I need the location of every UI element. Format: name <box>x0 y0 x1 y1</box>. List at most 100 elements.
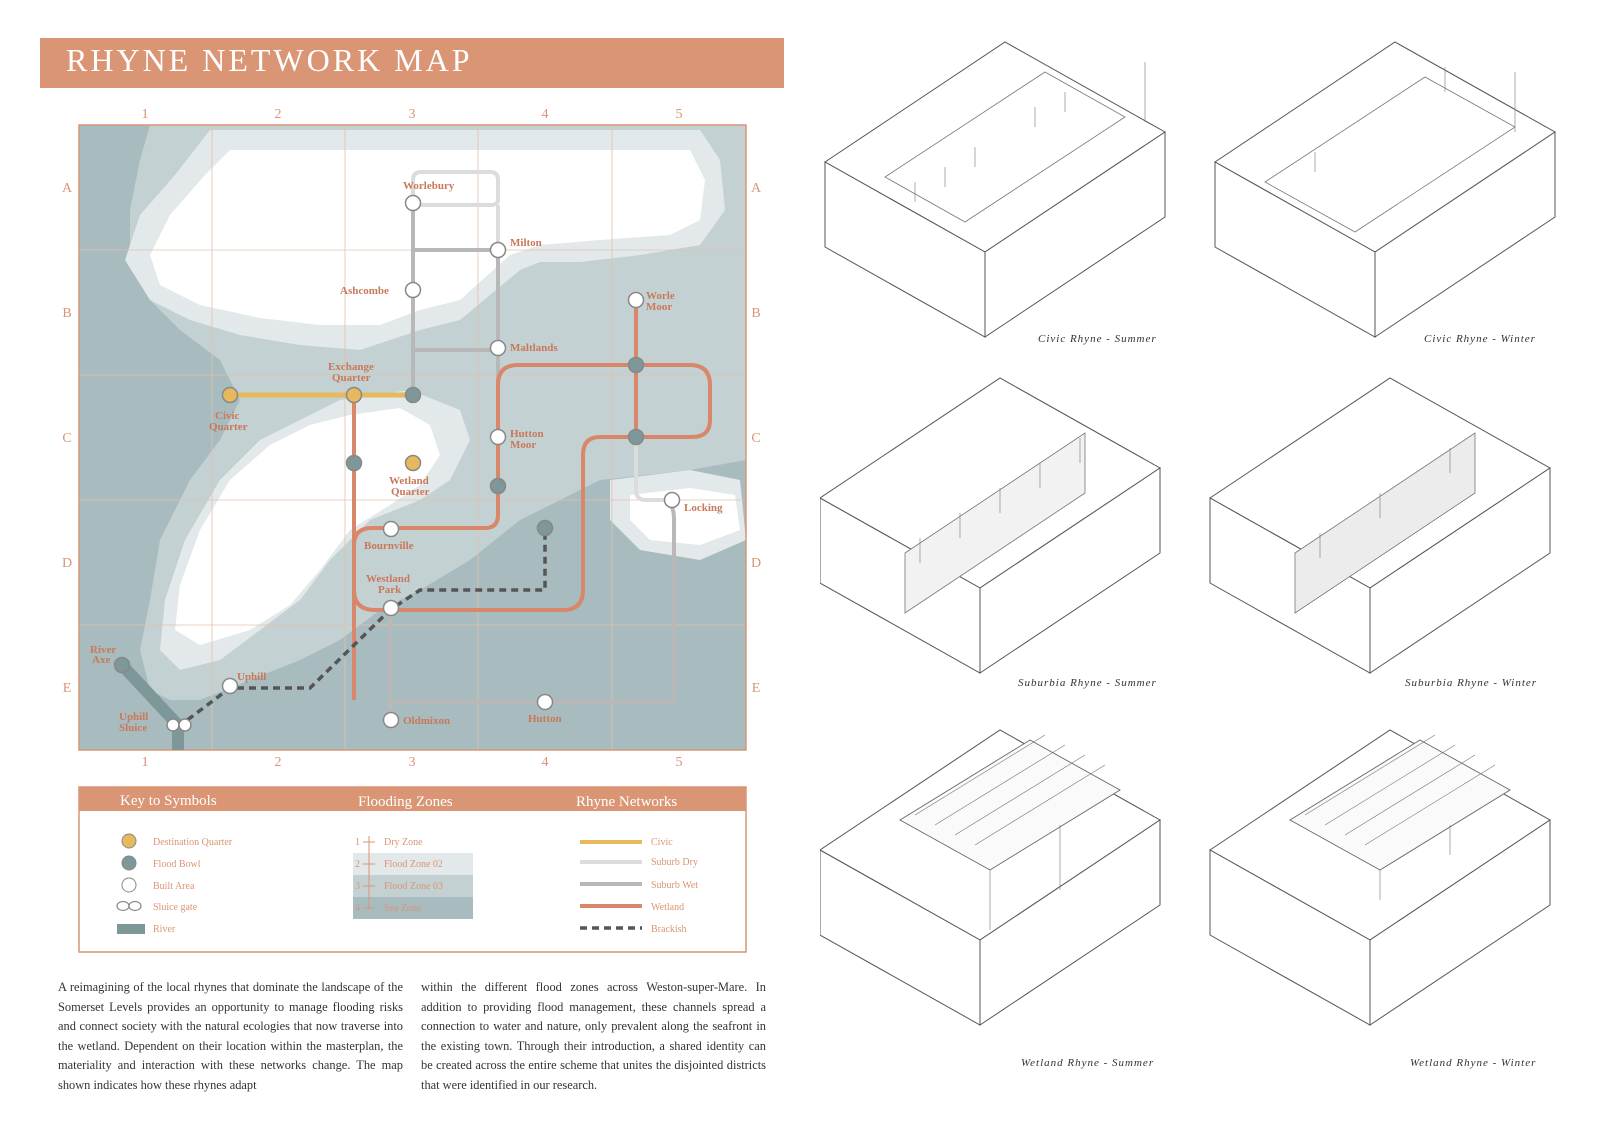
symbol-label-destination: Destination Quarter <box>153 837 233 848</box>
label-hutton-moor-2: Moor <box>510 439 536 451</box>
label-civic-1: Civic <box>215 410 240 422</box>
suburbia-winter-drawing <box>1209 377 1551 674</box>
symbol-label-flood-bowl: Flood Bowl <box>153 859 201 870</box>
label-uphill-sluice-2: Sluice <box>119 722 147 734</box>
label-worle-2: Moor <box>646 301 672 313</box>
station-uphill[interactable] <box>221 677 239 695</box>
page-title: RHYNE NETWORK MAP <box>66 42 473 78</box>
legend-networks-header: Rhyne Networks <box>576 794 677 810</box>
flood-bowl-icon <box>121 855 137 871</box>
label-bournville: Bournville <box>364 540 414 552</box>
station-worlebury[interactable] <box>404 194 422 212</box>
station-westland-park[interactable] <box>382 599 400 617</box>
station-locking[interactable] <box>663 491 681 509</box>
label-uphill: Uphill <box>237 671 266 683</box>
legend-zones-header: Flooding Zones <box>358 794 453 810</box>
col-label-top-1: 1 <box>142 107 149 122</box>
label-worle-1: Worle <box>646 290 675 302</box>
label-exchange-1: Exchange <box>328 361 374 373</box>
col-label-top-4: 4 <box>542 107 549 122</box>
row-label-left-d: D <box>62 556 72 571</box>
station-bournville[interactable] <box>382 520 400 538</box>
rhyne-network-map: 1 2 3 4 5 1 2 3 4 5 A B C D E A B C D E <box>62 107 762 953</box>
caption-suburbia-winter: Suburbia Rhyne - Winter <box>1405 677 1538 689</box>
zone-swatch-4 <box>353 897 473 919</box>
label-wetland-1: Wetland <box>389 475 429 487</box>
label-westland-2: Park <box>378 584 402 596</box>
row-label-right-a: A <box>751 181 762 196</box>
description-column-2: within the different flood zones across … <box>421 980 766 1092</box>
zone-label-1: Dry Zone <box>384 837 423 848</box>
col-label-bottom-1: 1 <box>142 755 149 770</box>
zone-num-4: 4 <box>355 903 360 914</box>
station-flood-bowl-d4[interactable] <box>536 519 554 537</box>
row-label-right-c: C <box>751 431 760 446</box>
sluice-gate-icon[interactable] <box>166 718 192 732</box>
label-river-2: Axe <box>92 654 110 666</box>
isometric-drawings <box>820 41 1556 1026</box>
symbol-label-built-area: Built Area <box>153 881 195 892</box>
caption-suburbia-summer: Suburbia Rhyne - Summer <box>1018 677 1157 689</box>
built-area-icon <box>121 877 137 893</box>
station-milton[interactable] <box>489 241 507 259</box>
label-hutton: Hutton <box>528 713 562 725</box>
stations <box>113 194 681 732</box>
caption-civic-summer: Civic Rhyne - Summer <box>1038 333 1157 345</box>
row-label-left-a: A <box>62 181 73 196</box>
suburbia-summer-drawing <box>820 377 1161 674</box>
station-oldmixon[interactable] <box>382 711 400 729</box>
col-label-bottom-2: 2 <box>275 755 282 770</box>
legend: Key to Symbols Flooding Zones Rhyne Netw… <box>78 786 747 953</box>
caption-wetland-summer: Wetland Rhyne - Summer <box>1021 1057 1155 1069</box>
station-flood-bowl-c4[interactable] <box>627 356 645 374</box>
map-frame <box>78 124 747 751</box>
zone-label-2: Flood Zone 02 <box>384 859 443 870</box>
label-ashcombe: Ashcombe <box>340 285 389 297</box>
label-milton: Milton <box>510 237 542 249</box>
col-label-bottom-5: 5 <box>676 755 683 770</box>
station-exchange-quarter[interactable] <box>345 386 363 404</box>
grid-labels: 1 2 3 4 5 1 2 3 4 5 A B C D E A B C D E <box>62 107 762 770</box>
network-label-suburb-dry: Suburb Dry <box>651 857 698 868</box>
legend-box <box>78 786 747 953</box>
station-civic-quarter[interactable] <box>221 386 239 404</box>
civic-winter-drawing <box>1214 41 1556 338</box>
legend-symbols-header: Key to Symbols <box>120 793 217 809</box>
network-label-civic: Civic <box>651 837 673 848</box>
label-exchange-2: Quarter <box>332 372 371 384</box>
network-label-suburb-wet: Suburb Wet <box>651 880 698 891</box>
station-flood-bowl-c5[interactable] <box>627 428 645 446</box>
title-banner: RHYNE NETWORK MAP <box>40 38 784 88</box>
network-label-brackish: Brackish <box>651 924 687 935</box>
station-river-axe[interactable] <box>113 656 131 674</box>
network-label-wetland: Wetland <box>651 902 684 913</box>
row-label-left-c: C <box>62 431 71 446</box>
zone-num-2: 2 <box>355 859 360 870</box>
station-ashcombe[interactable] <box>404 281 422 299</box>
zone-num-3: 3 <box>355 881 360 892</box>
station-hutton[interactable] <box>536 693 554 711</box>
station-worle-moor[interactable] <box>627 291 645 309</box>
dry-zone <box>150 150 740 645</box>
col-label-bottom-3: 3 <box>409 755 416 770</box>
label-wetland-2: Quarter <box>391 486 430 498</box>
label-civic-2: Quarter <box>209 421 248 433</box>
river-legend-icon <box>117 924 145 934</box>
label-hutton-moor-1: Hutton <box>510 428 544 440</box>
station-wetland-quarter[interactable] <box>404 454 422 472</box>
station-flood-bowl-c3[interactable] <box>404 386 422 404</box>
legend-header-bar <box>79 787 746 811</box>
station-flood-bowl-c2[interactable] <box>345 454 363 472</box>
zone-swatch-2 <box>353 853 473 875</box>
station-flood-bowl-d3[interactable] <box>489 477 507 495</box>
station-maltlands[interactable] <box>489 339 507 357</box>
station-hutton-moor[interactable] <box>489 428 507 446</box>
civic-summer-drawing <box>824 41 1166 338</box>
description-column-1: A reimagining of the local rhynes that d… <box>58 980 403 1092</box>
symbol-label-river: River <box>153 924 176 935</box>
wetland-winter-drawing <box>1209 729 1551 1026</box>
zone-label-3: Flood Zone 03 <box>384 881 443 892</box>
label-oldmixon: Oldmixon <box>403 715 450 727</box>
symbol-label-sluice: Sluice gate <box>153 902 198 913</box>
caption-wetland-winter: Wetland Rhyne - Winter <box>1410 1057 1537 1069</box>
